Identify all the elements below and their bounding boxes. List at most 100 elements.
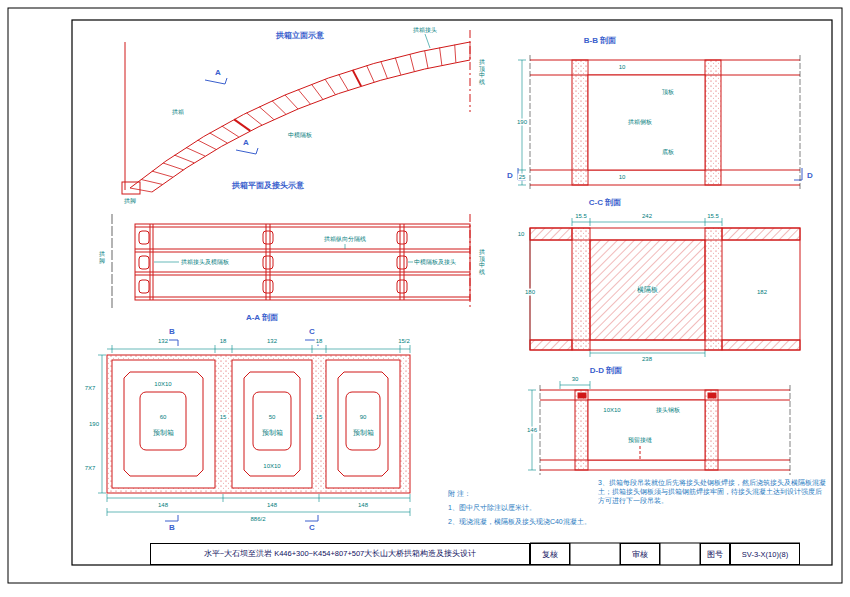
drawing-label: 180	[524, 289, 536, 296]
section-bb	[588, 75, 705, 170]
section-marker	[236, 148, 258, 154]
dimension-line	[528, 390, 536, 391]
arch-elevation	[130, 42, 470, 188]
arch-plan	[135, 249, 470, 250]
arch-plan	[112, 214, 113, 310]
drawing-label: 148	[266, 502, 278, 509]
arch-plan	[397, 280, 407, 293]
drawing-label: 拱箱接头	[412, 27, 438, 34]
arch-rib	[440, 48, 442, 66]
drawing-label: 132	[157, 338, 169, 345]
dimension-line	[590, 218, 591, 226]
title-block-cell: 水平~大石坝至洪岩 K446+300~K454+807+507大长山大桥拱箱构造…	[150, 543, 530, 565]
section-aa	[244, 372, 300, 476]
dimension-line	[112, 345, 113, 353]
drawing-label: 7X7	[84, 385, 97, 392]
dimension-line	[107, 494, 108, 502]
section-cc	[705, 228, 722, 350]
arch-rib	[130, 42, 470, 192]
dimension-line	[572, 218, 573, 226]
section-dd	[540, 385, 541, 475]
arch-rib	[285, 95, 298, 109]
drawing-label: 15.5	[706, 213, 720, 220]
drawing-label: 132	[266, 338, 278, 345]
sheet-frame	[8, 8, 842, 583]
title-block-text: 复核	[542, 549, 558, 560]
section-aa	[346, 392, 380, 450]
section-dd	[588, 400, 705, 460]
arch-rib	[152, 171, 173, 177]
section-marker	[518, 168, 526, 180]
section-title: 拱箱立面示意	[275, 31, 325, 40]
section-bb	[705, 60, 721, 185]
dimension-line	[102, 355, 103, 493]
dimension-line	[590, 381, 591, 389]
arch-plan	[263, 231, 273, 244]
section-dd	[640, 446, 641, 460]
dimension-line	[319, 494, 320, 502]
drawing-label: 10X10	[602, 407, 621, 414]
arch-rib	[198, 140, 216, 149]
drawing-label: 148	[357, 502, 369, 509]
arch-rib	[210, 133, 228, 143]
section-cc	[722, 228, 800, 240]
arch-plan	[153, 224, 154, 300]
title-block-cell: 审核	[620, 543, 660, 565]
drawing-label: 146	[526, 427, 538, 434]
section-aa	[107, 355, 410, 493]
section-cc	[530, 228, 572, 240]
drawing-label: 190	[516, 119, 528, 126]
dimension-line	[410, 508, 411, 516]
section-title: D-D 剖面	[589, 366, 623, 375]
section-marker	[165, 168, 802, 521]
section-dd	[705, 390, 718, 470]
arch-plan	[404, 224, 405, 300]
drawing-label: 底板	[661, 149, 675, 156]
section-bb	[530, 55, 800, 190]
section-title: B	[168, 327, 176, 336]
dimension-line	[107, 349, 410, 350]
drawing-label: 15	[219, 414, 228, 421]
drawing-label: 顶板	[661, 89, 675, 96]
title-block-text: 审核	[632, 549, 648, 560]
drawing-label: 60	[159, 414, 168, 421]
section-title: A-A 剖面	[245, 313, 279, 322]
arch-elevation	[122, 30, 470, 194]
drawing-label: 10	[618, 64, 627, 71]
section-marker	[205, 78, 258, 154]
arch-plan	[135, 297, 470, 298]
arch-rib	[410, 54, 414, 71]
dimension-line	[312, 345, 313, 353]
drawing-label: 预留接缝	[627, 437, 653, 444]
section-cc	[590, 240, 705, 340]
title-block-cell: SV-3-X(10)(8)	[730, 543, 800, 565]
dimension-line	[572, 222, 722, 223]
drawing-label: 190	[88, 421, 100, 428]
dimension-line	[98, 355, 106, 356]
note-text: 附 注：	[448, 489, 471, 498]
dimension-line	[400, 345, 401, 353]
section-aa	[124, 372, 203, 476]
dimension-line	[410, 494, 411, 502]
arch-rib	[395, 58, 400, 75]
arch-plan	[400, 224, 401, 300]
drawing-label: 90	[359, 414, 368, 421]
arch-rib	[272, 101, 286, 114]
arch-plan	[112, 214, 470, 310]
arch-plan	[397, 231, 407, 244]
section-aa	[107, 355, 410, 493]
section-title: B-B 剖面	[583, 36, 617, 45]
arch-rib	[325, 79, 335, 94]
title-block-cell: 图号	[700, 543, 730, 565]
arch-rib	[174, 155, 194, 163]
arch-plan	[263, 280, 273, 293]
section-title: C	[308, 327, 316, 336]
drawing-label: 拱顶中线	[479, 249, 485, 275]
arch-plan	[135, 272, 470, 273]
dimension-line	[215, 345, 216, 353]
arch-elevation	[470, 30, 471, 112]
section-title: C-C 剖面	[588, 198, 622, 207]
arch-plan	[263, 256, 273, 269]
arch-rib	[130, 188, 152, 192]
